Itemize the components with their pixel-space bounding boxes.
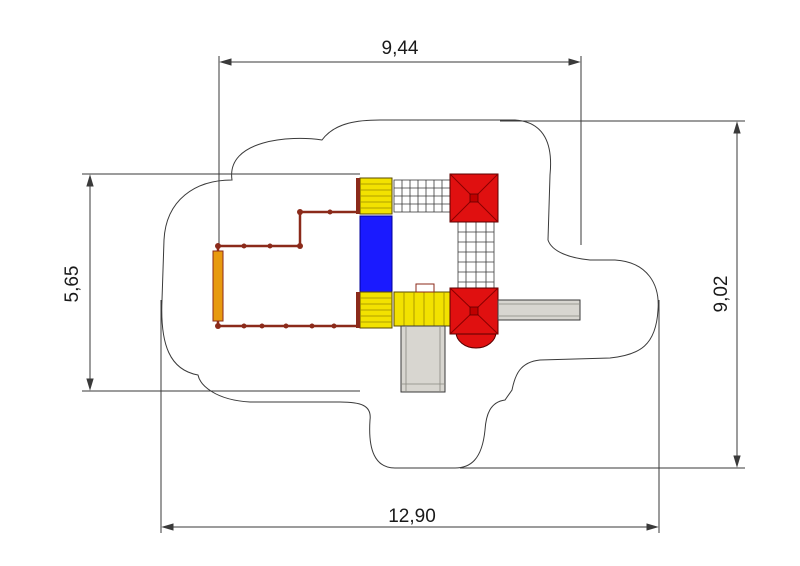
right-slide [497, 299, 581, 321]
bottom-slide [400, 325, 446, 393]
dimension-right [460, 120, 745, 469]
fence-posts [215, 209, 337, 329]
dimension-top [218, 56, 582, 245]
dimension-left-label: 5,65 [62, 266, 83, 303]
top-net-bridge [393, 179, 451, 213]
lower-left-deck [356, 291, 393, 329]
dimension-right-label: 9,02 [711, 276, 732, 313]
tube-slide [359, 215, 393, 293]
dimension-bottom [160, 300, 660, 533]
dimension-bottom-label: 12,90 [388, 506, 436, 527]
balance-beam [212, 250, 224, 322]
right-net-bridge [457, 221, 495, 289]
upper-left-deck [356, 177, 393, 215]
bottom-right-roof [449, 287, 499, 349]
dimension-left [82, 173, 360, 392]
dimension-top-label: 9,44 [382, 38, 419, 59]
top-right-roof [449, 173, 499, 223]
